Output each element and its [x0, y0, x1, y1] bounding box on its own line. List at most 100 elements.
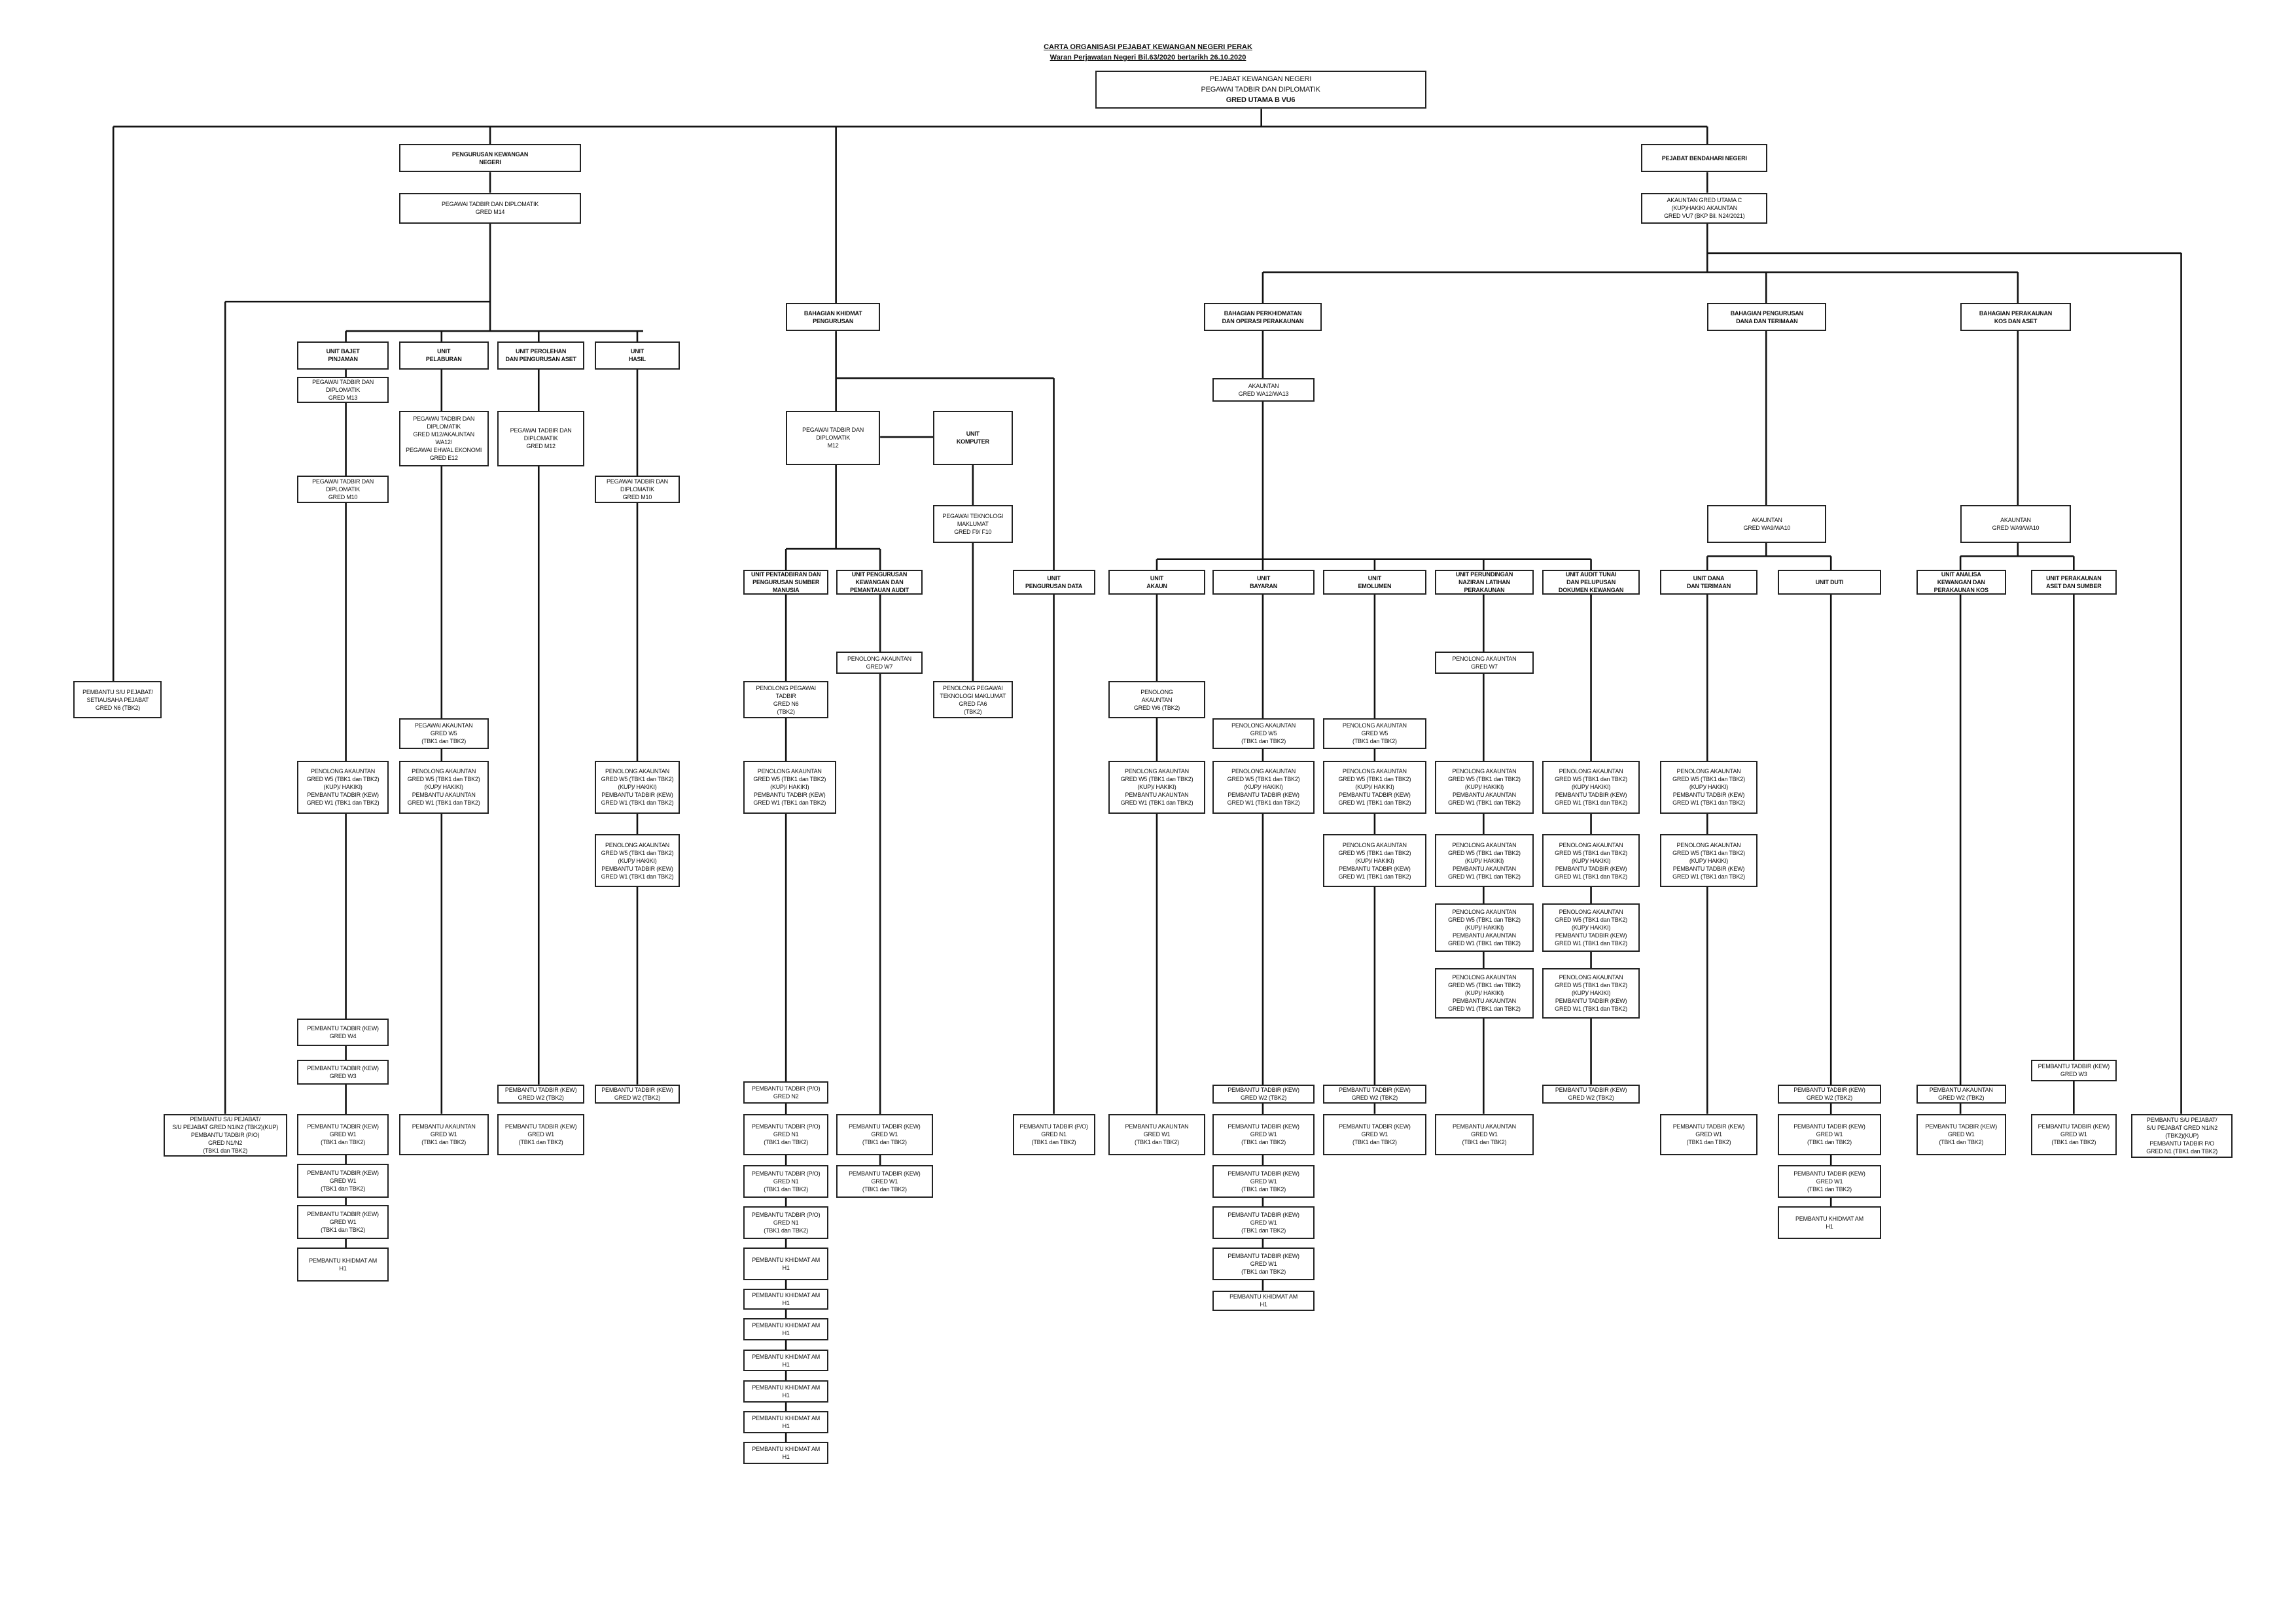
node-text-line: UNIT	[630, 348, 645, 355]
node-text-line: PEGAWAI AKAUNTAN	[414, 722, 473, 729]
node-text-line: GRED W5 (TBK1 dan TBK2)	[1338, 776, 1411, 783]
node-text-line: GRED W7	[1471, 663, 1498, 671]
node-text-line: GRED W7	[866, 663, 893, 671]
node-text-line: PEMBANTU TADBIR (P/O)	[751, 1085, 821, 1092]
node-text-line: (TBK1 dan TBK2)	[321, 1227, 366, 1234]
node-text-line: PEMBANTU TADBIR (KEW)	[754, 792, 826, 799]
node-text-line: PEMBANTU TADBIR (P/O)	[1019, 1123, 1088, 1130]
node-text-line: PENGURUSAN SUMBER	[752, 578, 820, 585]
node-text-line: PEMBANTU TADBIR (KEW)	[1672, 865, 1745, 872]
node-text-line: (KUP)/ HAKIKI)	[1571, 924, 1611, 932]
node-text-line: BAYARAN	[1250, 582, 1278, 589]
chart-subtitle: Waran Perjawatan Negeri Bil.63/2020 bert…	[1050, 54, 1246, 61]
node-text-line: GRED N1/N2	[208, 1140, 243, 1147]
node-text-line: (KUP)/ HAKIKI)	[1137, 784, 1176, 791]
node-text-line: GRED W1 (TBK1 dan TBK2)	[601, 799, 674, 807]
node-text-line: PEMBANTU TADBIR (P/O)	[751, 1212, 821, 1219]
node-text-line: (TBK2)	[777, 708, 795, 715]
org-node-dt-n1: PEMBANTU TADBIR (P/O)GRED N1(TBK1 dan TB…	[1012, 1113, 1095, 1155]
node-text-line: PEMBANTU AKAUNTAN	[1929, 1087, 1993, 1094]
node-text-line: PEJABAT BENDAHARI NEGERI	[1661, 154, 1747, 162]
node-text-line: DIPLOMATIK	[620, 485, 654, 493]
node-text-line: PEMBANTU TADBIR (P/O)	[751, 1123, 821, 1130]
node-text-line: PENOLONG AKAUNTAN	[847, 655, 911, 663]
node-text-line: H1	[782, 1391, 790, 1399]
node-text-line: (TBK1 dan TBK2)	[1031, 1139, 1076, 1146]
node-text-line: (KUP)/ HAKIKI)	[1689, 784, 1729, 791]
node-text-line: GRED W2 (TBK2)	[1568, 1094, 1614, 1102]
node-text-line: PEMBANTU TADBIR (KEW)	[849, 1123, 921, 1130]
node-text-line: PEMBANTU TADBIR (KEW)	[307, 1024, 379, 1032]
node-text-line: GRED W1	[871, 1131, 898, 1138]
org-node-by-w1d: PEMBANTU TADBIR (KEW)GRED W1(TBK1 dan TB…	[1212, 1248, 1315, 1280]
node-text-line: GRED W5 (TBK1 dan TBK2)	[1448, 982, 1521, 989]
node-text-line: (KUP)/ HAKIKI)	[1464, 990, 1504, 997]
node-text-line: GRED W5 (TBK1 dan TBK2)	[1555, 776, 1627, 783]
node-text-line: GRED W1	[1143, 1131, 1171, 1138]
node-text-line: (TBK1 dan TBK2)	[1686, 1139, 1731, 1146]
node-text-line: (TBK1 dan TBK2)	[862, 1186, 907, 1193]
node-text-line: DANA DAN TERIMAAN	[1736, 317, 1798, 324]
node-text-line: PEMBANTU TADBIR (KEW)	[1555, 865, 1627, 872]
node-text-line: GRED M13	[328, 394, 358, 402]
org-node-pt-n1b: PEMBANTU TADBIR (P/O)GRED N1(TBK1 dan TB…	[743, 1165, 829, 1198]
node-text-line: (TBK2)(KUP)	[2165, 1132, 2199, 1140]
node-text-line: PEMBANTU TADBIR (KEW)	[1555, 1087, 1627, 1094]
node-text-line: GRED W2 (TBK2)	[1938, 1094, 1985, 1102]
node-text-line: PEMBANTU TADBIR (KEW)	[601, 865, 673, 872]
node-text-line: PEMBANTU TADBIR (KEW)	[307, 1064, 379, 1072]
node-text-line: PENOLONG AKAUNTAN	[1342, 768, 1407, 775]
node-text-line: (TBK1 dan TBK2)	[764, 1139, 809, 1146]
node-text-line: PENOLONG AKAUNTAN	[1452, 909, 1517, 916]
node-text-line: PEMBANTU KHIDMAT AM	[752, 1414, 821, 1422]
node-text-line: GRED W1	[1471, 1131, 1498, 1138]
org-node-dt-w2: PEMBANTU TADBIR (KEW)GRED W2 (TBK2)	[1778, 1084, 1881, 1104]
node-text-line: GRED W5 (TBK1 dan TBK2)	[1448, 916, 1521, 924]
node-text-line: (TBK1 dan TBK2)	[1241, 1186, 1286, 1193]
node-text-line: GRED W3	[2060, 1071, 2087, 1078]
node-text-line: PEMBANTU KHIDMAT AM	[752, 1384, 821, 1391]
org-node-pr-w1: PEMBANTU TADBIR (KEW)GRED W1(TBK1 dan TB…	[497, 1113, 584, 1155]
node-text-line: PEMBANTU TADBIR (KEW)	[1672, 1123, 1745, 1130]
node-text-line: PENOLONG PEGAWAI	[756, 684, 816, 691]
node-text-line: PEMBANTU TADBIR (KEW)	[1227, 1170, 1299, 1178]
node-text-line: AKAUNTAN	[1248, 383, 1279, 390]
node-text-line: (KUP)/ HAKIKI)	[1571, 990, 1611, 997]
node-text-line: GRED M12	[526, 443, 556, 450]
node-text-line: PEMBANTU TADBIR (KEW)	[1555, 932, 1627, 939]
node-text-line: H1	[782, 1265, 790, 1272]
node-text-line: GRED W1 (TBK1 dan TBK2)	[753, 799, 826, 807]
node-text-line: PEMBANTU KHIDMAT AM	[752, 1257, 821, 1264]
node-text-line: GRED W5 (TBK1 dan TBK2)	[753, 776, 826, 783]
node-text-line: GRED N1	[773, 1219, 799, 1227]
node-text-line: PEMBANTU KHIDMAT AM	[752, 1322, 821, 1329]
node-text-line: PENOLONG AKAUNTAN	[1342, 722, 1407, 729]
node-text-line: GRED W1 (TBK1 dan TBK2)	[1338, 799, 1411, 807]
org-node-pt-n1a: PEMBANTU TADBIR (P/O)GRED N1(TBK1 dan TB…	[743, 1113, 829, 1155]
node-text-line: (KUP)/ HAKIKI)	[323, 784, 362, 791]
node-text-line: GRED W1 (TBK1 dan TBK2)	[1555, 1005, 1627, 1013]
node-text-line: (TBK1 dan TBK2)	[1462, 1139, 1507, 1146]
node-text-line: GRED WA12/WA13	[1238, 391, 1289, 398]
node-text-line: PEMBANTU AKAUNTAN	[1453, 792, 1516, 799]
node-text-line: KEWANGAN DAN	[855, 578, 904, 585]
node-text-line: PEMBANTU TADBIR (KEW)	[1339, 1123, 1411, 1130]
node-text-line: PENOLONG AKAUNTAN	[1231, 768, 1296, 775]
node-text-line: PEMBANTU TADBIR (KEW)	[307, 1123, 379, 1130]
node-text-line: GRED W1 (TBK1 dan TBK2)	[1448, 1005, 1521, 1013]
node-text-line: (KUP)/ HAKIKI)	[1571, 784, 1611, 791]
node-text-line: UNIT	[437, 348, 451, 355]
